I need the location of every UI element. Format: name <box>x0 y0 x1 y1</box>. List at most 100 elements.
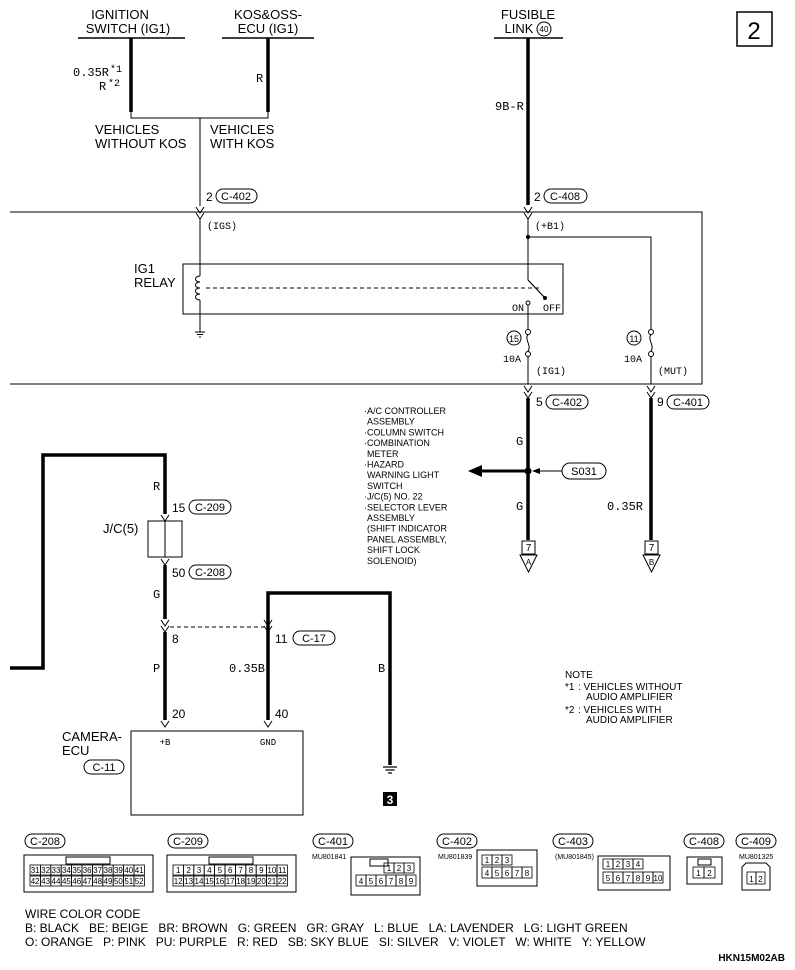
note-star2-line1: : VEHICLES WITH <box>578 705 661 716</box>
pin8-label: 8 <box>172 632 179 646</box>
kos-wire-label: R <box>256 72 263 86</box>
c209-pin-number: 2 <box>186 866 191 875</box>
c11-box <box>83 759 125 775</box>
branch-list-item: ASSEMBLY <box>367 417 415 427</box>
c208-pin-number: 33 <box>52 866 61 875</box>
fuse-11-element <box>649 334 653 352</box>
b-wire-label: B <box>378 662 385 676</box>
c209-pin-number: 5 <box>218 866 223 875</box>
c209-pin-number: 21 <box>267 877 276 886</box>
c208-pin-number: 45 <box>62 877 71 886</box>
fusible-link-label-1: FUSIBLE <box>501 7 556 22</box>
c403-face-title-box <box>552 833 594 849</box>
b1-to-mut-wire <box>528 236 652 329</box>
c409-face-title: C-409 <box>741 836 771 848</box>
pin20-label: 20 <box>172 707 186 721</box>
c401-pin-number: 2 <box>397 864 402 873</box>
c208-pin: 50 <box>172 566 186 580</box>
c401-pin-number: 5 <box>369 877 374 886</box>
c208-pin-number: 41 <box>135 866 144 875</box>
c209-pin-number: 20 <box>257 877 266 886</box>
ig1-relay-label-1: IG1 <box>134 261 155 276</box>
c209-pin-number: 4 <box>207 866 212 875</box>
c409-pin-number: 1 <box>749 875 754 884</box>
fusible-link-number-circle <box>536 21 552 37</box>
c409-face-title-box <box>735 833 777 849</box>
c402-pin-number: 4 <box>485 869 490 878</box>
relay-switch-off-contact <box>543 296 547 300</box>
branch-list-item: ·COLUMN SWITCH <box>364 427 444 437</box>
fuse-11-top <box>648 329 654 335</box>
c401-face-key <box>369 858 389 867</box>
c402-top-pin: 2 <box>206 190 213 204</box>
c403-pin-number: 8 <box>636 874 641 883</box>
c403-pin-number: 6 <box>616 874 621 883</box>
c208-face-title: C-208 <box>30 836 60 848</box>
c209-pin-number: 12 <box>174 877 183 886</box>
c208-pin-number: 50 <box>114 877 123 886</box>
c208-pin-number: 43 <box>41 877 50 886</box>
page-ref-b-letter: B <box>649 558 654 567</box>
branch-list-item: ·A/C CONTROLLER <box>364 406 447 416</box>
igs-signal: (IGS) <box>207 221 237 233</box>
c208-face-outline <box>23 854 154 893</box>
fusible-wire-label: 9B-R <box>495 100 524 114</box>
c208-pin-number: 37 <box>93 866 102 875</box>
c208-pin-number: 49 <box>104 877 113 886</box>
b-gnd-wire-label: 0.35B <box>229 662 265 676</box>
c403-pin-number: 9 <box>646 874 651 883</box>
note-star1-line2: AUDIO AMPLIFIER <box>586 692 673 703</box>
c208-pin-number: 34 <box>62 866 71 875</box>
c403-face-part: (MU801845) <box>555 854 594 861</box>
wire-color-code-line2: O: ORANGE P: PINK PU: PURPLE R: RED SB: … <box>25 935 646 949</box>
c209-pin-number: 3 <box>197 866 202 875</box>
fuse-15-top <box>525 329 531 335</box>
branch-list-item: SOLENOID) <box>367 556 417 566</box>
c209-pin-number: 1 <box>176 866 181 875</box>
c401-face-part: MU801841 <box>312 854 346 861</box>
c402-pin-number: 8 <box>525 869 530 878</box>
relay-switch-arm <box>527 279 546 299</box>
c402-pin-number: 7 <box>515 869 520 878</box>
branch-list-item: SHIFT LOCK <box>367 545 420 555</box>
c403-face-outline <box>597 855 671 891</box>
c208-name: C-208 <box>195 567 225 579</box>
c403-pin-number: 5 <box>606 874 611 883</box>
c401-mid-connector-arrow <box>646 385 656 399</box>
c402-mid-pin: 5 <box>536 395 543 409</box>
fuse-15-number: 15 <box>509 334 519 344</box>
camera-ecu-label-2: ECU <box>62 743 89 758</box>
c208-pin-number: 32 <box>41 866 50 875</box>
c408-face-title-box <box>683 833 725 849</box>
c401-pin-number: 1 <box>387 864 392 873</box>
c401-face-outline <box>350 856 421 896</box>
c402-top-connector-arrow <box>195 206 205 220</box>
wire-color-code-line1: B: BLACK BE: BEIGE BR: BROWN G: GREEN GR… <box>25 921 628 935</box>
c209-pin-number: 17 <box>226 877 235 886</box>
c401-pin-number: 8 <box>399 877 404 886</box>
c17-box <box>292 630 336 646</box>
c208-pin-number: 36 <box>83 866 92 875</box>
note-title: NOTE <box>565 670 593 681</box>
splice-box <box>561 462 607 480</box>
c408-pin-number: 1 <box>696 869 701 878</box>
c402-face-title: C-402 <box>442 836 472 848</box>
c402-mid-box <box>545 394 589 410</box>
c208-pin-number: 40 <box>124 866 133 875</box>
c403-pin-number: 1 <box>606 860 611 869</box>
branch-list-item: WARNING LIGHT <box>367 470 440 480</box>
c209-pin: 15 <box>172 501 186 515</box>
c209-connector-arrow <box>160 514 170 522</box>
c401-pin-cell <box>403 862 415 874</box>
c408-top-box <box>543 188 588 204</box>
relay-on-label: ON <box>512 304 524 315</box>
c401-face-title: C-401 <box>318 836 348 848</box>
ignition-switch-label-1: IGNITION <box>91 7 149 22</box>
branch-list-item: ·J/C(5) NO. 22 <box>364 492 423 502</box>
c209-pin-number: 6 <box>228 866 233 875</box>
